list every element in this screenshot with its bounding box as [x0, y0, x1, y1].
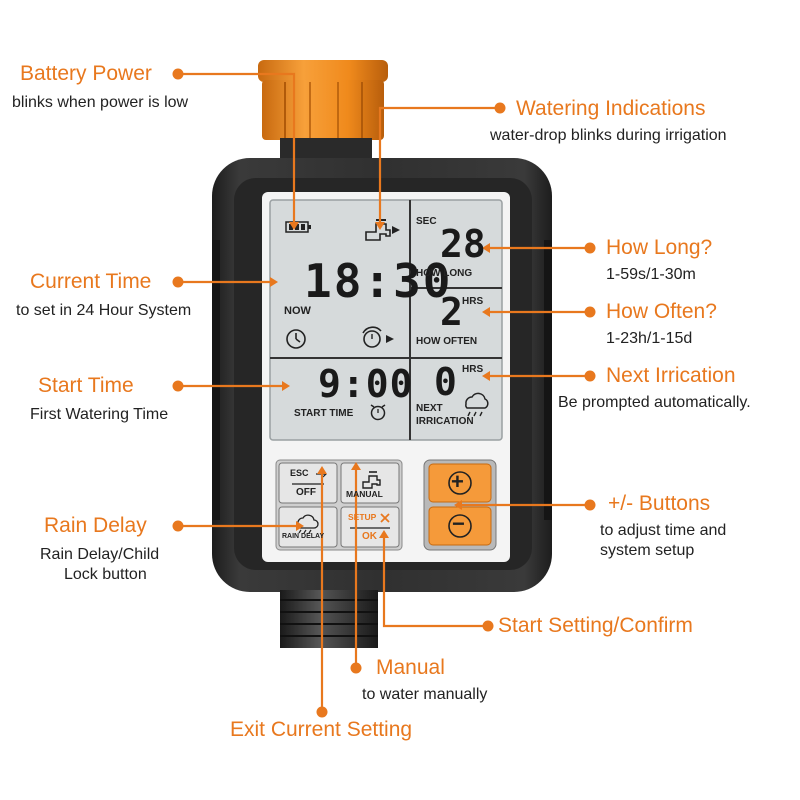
next-irrication-title: Next Irrication [606, 364, 736, 387]
cycle-clock-icon [362, 326, 394, 348]
now-label: NOW [284, 305, 311, 317]
manual-label: MANUAL [346, 489, 383, 499]
off-label: OFF [296, 487, 316, 498]
exit-setting-title: Exit Current Setting [230, 718, 413, 741]
plus-minus-desc-2: system setup [600, 542, 695, 559]
start-time-desc: First Watering Time [30, 406, 169, 423]
next-hrs-label: HRS [462, 364, 484, 375]
current-time-display: 18:30 [304, 254, 453, 308]
how-long-label: HOW LONG [416, 268, 473, 279]
current-time-title: Current Time [30, 270, 152, 293]
start-time-title: Start Time [38, 374, 134, 397]
battery-power-desc: blinks when power is low [12, 94, 189, 111]
rain-delay-desc-2: Lock button [64, 566, 147, 583]
esc-label: ESC [290, 468, 309, 478]
plus-minus-title: +/- Buttons [608, 492, 711, 515]
how-often-desc: 1-23h/1-15d [606, 330, 693, 347]
orange-connector-nut [258, 60, 388, 140]
battery-power-title: Battery Power [20, 62, 152, 85]
lcd-screen [269, 199, 503, 441]
minus-icon: − [452, 511, 465, 536]
alarm-clock-icon [370, 404, 386, 421]
how-often-hrs-label: HRS [462, 296, 484, 307]
ok-label: OK [362, 531, 377, 542]
plus-minus-desc-1: to adjust time and [600, 522, 727, 539]
leader-lines [178, 72, 590, 712]
how-long-desc: 1-59s/1-30m [606, 266, 696, 283]
setup-tool-icon [380, 513, 390, 523]
manual-title: Manual [376, 656, 445, 679]
leader-dots [172, 68, 596, 718]
how-often-label: HOW OFTEN [416, 336, 478, 347]
sec-label: SEC [416, 216, 437, 227]
start-time-label: START TIME [294, 408, 354, 419]
irrication-label: IRRICATION [416, 416, 474, 427]
current-time-desc: to set in 24 Hour System [16, 302, 192, 319]
rain-delay-title: Rain Delay [44, 514, 147, 537]
next-label: NEXT [416, 403, 443, 414]
rain-delay-desc-1: Rain Delay/Child [40, 546, 160, 563]
start-time-display: 9:00 [318, 362, 414, 406]
next-irrication-desc: Be prompted automatically. [558, 394, 751, 411]
how-often-title: How Often? [606, 300, 717, 323]
rain-cloud-icon [465, 392, 489, 417]
manual-desc: to water manually [362, 686, 488, 703]
how-long-title: How Long? [606, 236, 713, 259]
bottom-thread-connector [280, 590, 378, 648]
how-long-display: 28 [440, 222, 486, 266]
clock-icon [286, 329, 306, 349]
plus-icon: + [451, 469, 464, 494]
watering-indications-desc: water-drop blinks during irrigation [490, 127, 727, 144]
watering-indications-title: Watering Indications [516, 97, 706, 120]
manual-faucet-icon [362, 471, 381, 489]
rain-delay-label: RAIN DELAY [282, 533, 325, 540]
how-often-display: 2 [440, 290, 463, 334]
next-irrication-display: 0 [434, 360, 457, 404]
start-setting-title: Start Setting/Confirm [498, 614, 693, 637]
setup-label: SETUP [348, 512, 377, 522]
